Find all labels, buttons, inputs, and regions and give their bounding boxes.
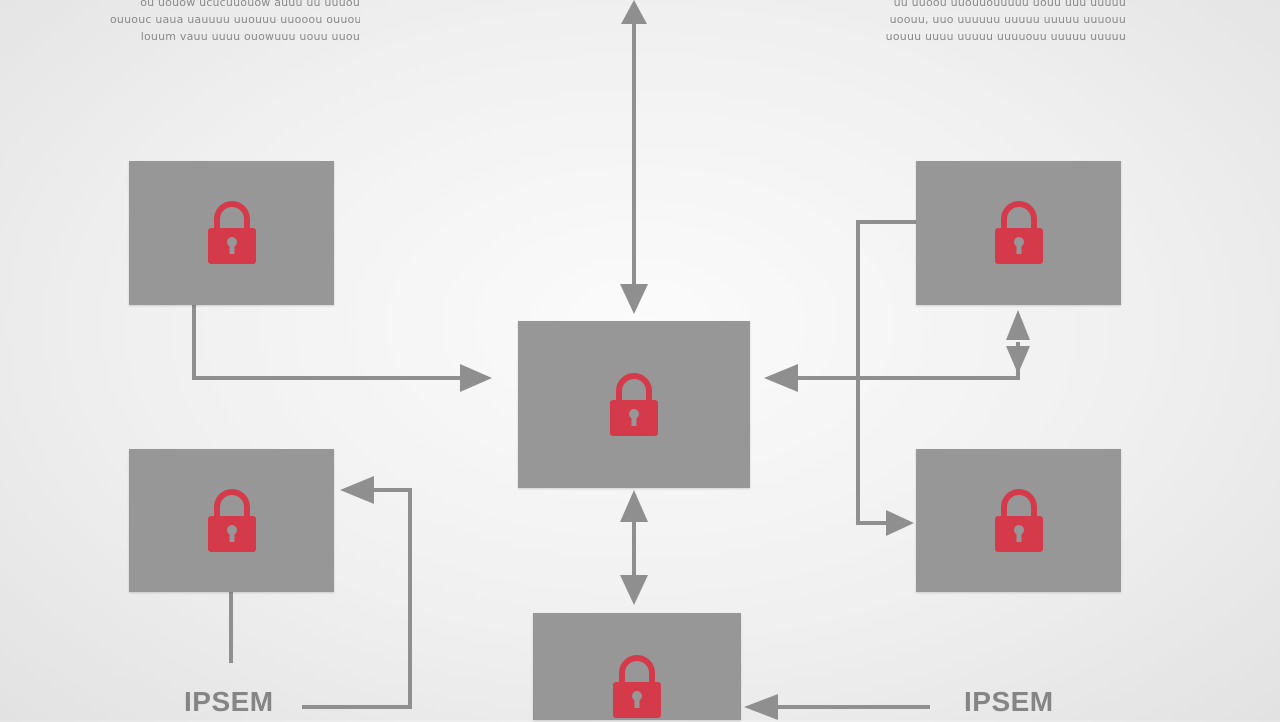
padlock-icon	[613, 655, 661, 718]
arrowhead-left-into-center	[460, 364, 492, 392]
padlock-icon	[207, 488, 256, 552]
wire-top-left-to-center	[192, 305, 462, 380]
arrowhead-into-middle-left	[340, 476, 374, 504]
arrowhead-into-middle-right	[886, 510, 914, 536]
header-left-line-3: louum vauu uuuu ouowuuu uouu uuou	[140, 30, 360, 43]
arrowhead-right-into-center	[764, 364, 798, 392]
arrowhead-up-to-top-right	[1006, 310, 1030, 340]
wire-top-right-to-middle-right	[856, 220, 917, 525]
node-top-right	[916, 161, 1121, 305]
padlock-icon	[994, 488, 1043, 552]
header-right-line-1: uu uuoou uuouuouuuuu uouu uuu uuuuu	[893, 0, 1126, 9]
node-top-left	[129, 161, 334, 305]
arrowhead-bottom-down	[620, 575, 648, 605]
header-right-line-3: uouuu uuuu uuuuu uuuuouu uuuuu uuuuu	[885, 30, 1126, 43]
label-bottom-left: IPSEM	[184, 686, 274, 717]
header-text-right: uu uuoou uuouuouuuuu uouu uuu uuuuu uoou…	[876, 0, 1126, 45]
node-center	[518, 321, 750, 488]
arrowhead-top-down	[620, 284, 648, 314]
header-left-line-2: ouuouc uaua uauuuu uuouuu uuooou ouuouou	[110, 13, 360, 26]
header-left-line-1: ou uouow ucucuuouow auuu uu uuuou	[140, 0, 360, 9]
arrowhead-small-down	[1006, 346, 1030, 374]
wire-right-to-center	[798, 342, 1020, 380]
padlock-icon	[994, 201, 1043, 264]
wire-label-left-to-middle-left	[302, 488, 412, 709]
node-bottom-center	[533, 613, 741, 720]
arrowhead-into-bottom-center	[744, 694, 778, 720]
header-text-left: ou uouow ucucuuouow auuu uu uuuou ouuouc…	[110, 0, 360, 45]
header-right-line-2: uoouu, uuo uuuuuu uuuuu uuuuu uuuouu	[889, 13, 1126, 26]
node-middle-left	[129, 449, 334, 592]
arrowhead-top-up	[621, 0, 647, 24]
padlock-icon	[207, 201, 256, 264]
label-bottom-right: IPSEM	[964, 686, 1054, 717]
node-middle-right	[916, 449, 1121, 592]
padlock-icon	[610, 372, 658, 436]
arrowhead-center-up	[620, 490, 648, 522]
